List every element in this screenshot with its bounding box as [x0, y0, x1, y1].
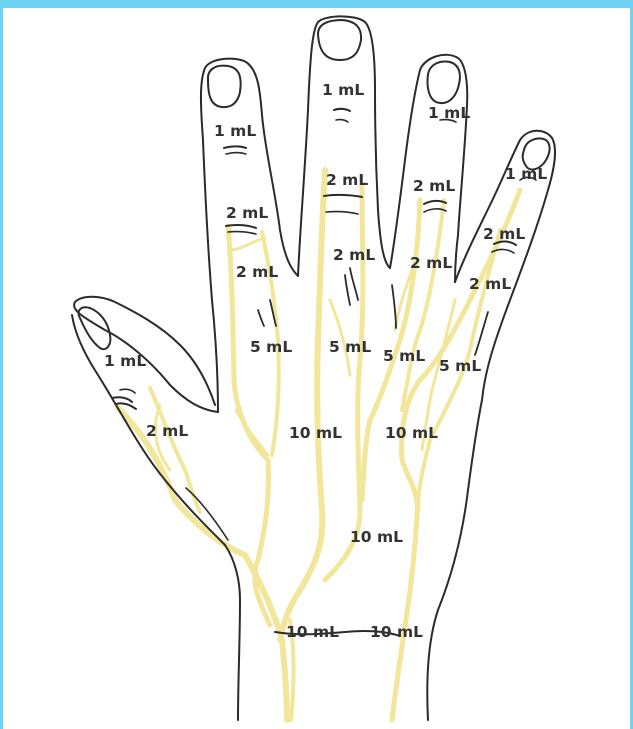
label-palm-center: 10 mL: [350, 530, 403, 546]
thumb-crease1: [112, 397, 132, 402]
label-wrist-right: 10 mL: [370, 625, 423, 641]
label-middle-pip: 2 mL: [326, 173, 368, 189]
index-nail: [208, 66, 241, 107]
label-wrist-left: 10 mL: [286, 625, 339, 641]
label-ring-pip: 2 mL: [413, 179, 455, 195]
label-middle-base: 2 mL: [333, 248, 375, 264]
palm-crease3: [345, 275, 350, 305]
label-little-mcp: 5 mL: [439, 359, 481, 375]
palm-crease1: [258, 310, 264, 326]
middle-finger-outline: [298, 16, 390, 276]
thumb-crease3: [120, 389, 135, 393]
middle-crease1: [334, 109, 350, 111]
thumb-outer: [72, 315, 240, 720]
palm-crease5: [392, 285, 396, 328]
label-index-base: 2 mL: [236, 265, 278, 281]
label-index-mcp: 5 mL: [250, 340, 292, 356]
index-crease4: [228, 232, 256, 234]
label-little-pip: 2 mL: [483, 227, 525, 243]
thumb-nail: [78, 307, 110, 349]
label-ring-base: 2 mL: [410, 256, 452, 272]
middle-crease2: [336, 120, 348, 122]
vein-index-branch2: [232, 238, 265, 250]
vein-middle: [280, 170, 325, 640]
index-crease2: [226, 153, 246, 155]
label-thumb-base: 2 mL: [146, 424, 188, 440]
middle-crease3: [324, 195, 362, 197]
ring-nail: [428, 62, 460, 104]
label-palm-left: 10 mL: [289, 426, 342, 442]
label-middle-mcp: 5 mL: [329, 340, 371, 356]
label-ring-tip: 1 mL: [428, 106, 470, 122]
palm-crease4: [350, 268, 358, 300]
label-index-mid: 1 mL: [214, 124, 256, 140]
vein-middle-branch: [325, 185, 363, 580]
label-ring-mcp: 5 mL: [383, 349, 425, 365]
middle-nail: [318, 20, 361, 60]
palm-right-edge: [427, 400, 482, 720]
label-little-tip: 1 mL: [505, 167, 547, 183]
label-thumb-tip: 1 mL: [104, 354, 146, 370]
index-crease1: [224, 147, 246, 149]
vein-index-branch3: [236, 410, 268, 455]
middle-crease4: [326, 212, 358, 214]
label-little-base: 2 mL: [469, 277, 511, 293]
index-finger-outline: [201, 59, 298, 412]
label-palm-right: 10 mL: [385, 426, 438, 442]
label-middle-tip: 1 mL: [322, 83, 364, 99]
label-index-pip: 2 mL: [226, 206, 268, 222]
